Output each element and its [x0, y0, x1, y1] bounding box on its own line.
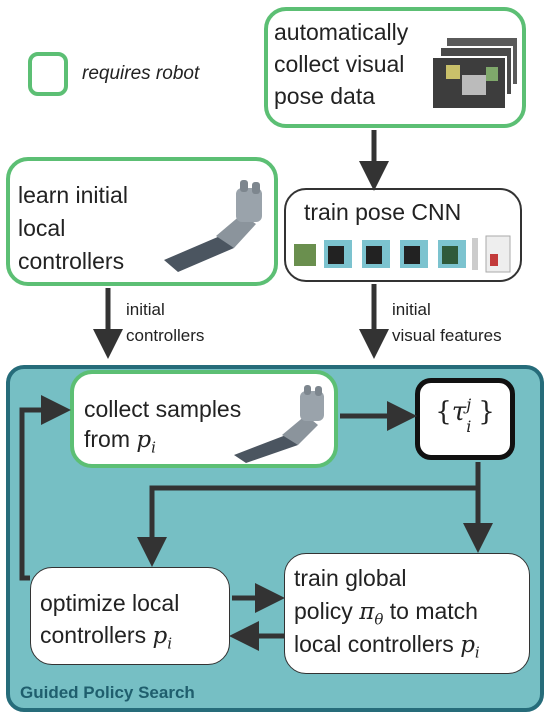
initial-visual-label-1: initial — [392, 300, 431, 319]
train-global-text-3: local controllers pi — [294, 631, 480, 662]
collect-pose-text-2: collect visual — [274, 51, 405, 77]
optimize-text-2: controllers pi — [40, 622, 173, 653]
collect-pose-text-3: pose data — [274, 83, 376, 109]
learn-initial-text-1: learn initial — [18, 182, 128, 208]
collect-pose-text-1: automatically — [274, 19, 409, 45]
learn-initial-text-3: controllers — [18, 248, 125, 274]
train-global-text-1: train global — [294, 565, 407, 591]
robot-arm-image — [164, 180, 262, 272]
optimize-text-1: optimize local — [40, 590, 180, 616]
learn-initial-controllers-box — [6, 157, 278, 286]
optimize-local-box — [30, 567, 230, 665]
arrow-tau-to-optimize — [137, 485, 478, 567]
cnn-architecture-image — [294, 235, 511, 273]
pose-images-thumbnail — [432, 37, 519, 110]
collect-samples-text-1: collect samples — [84, 396, 242, 422]
trajectories-box — [415, 378, 515, 460]
initial-controllers-label-2: controllers — [126, 326, 205, 345]
region-title: Guided Policy Search — [20, 683, 195, 702]
legend-label: requires robot — [82, 63, 200, 84]
robot-arm-image-small — [234, 385, 324, 463]
initial-controllers-label-1: initial — [126, 300, 165, 319]
legend-swatch — [28, 52, 68, 96]
train-global-policy-box — [284, 553, 530, 674]
train-cnn-label: train pose CNN — [304, 199, 462, 225]
learn-initial-text-2: local — [18, 215, 66, 241]
collect-samples-box — [70, 370, 338, 468]
initial-visual-label-2: visual features — [392, 326, 502, 345]
collect-samples-text-2: from pi — [84, 426, 156, 457]
arrow-optimize-loop — [19, 395, 71, 581]
train-global-text-2: policy πθ to match — [294, 598, 478, 629]
